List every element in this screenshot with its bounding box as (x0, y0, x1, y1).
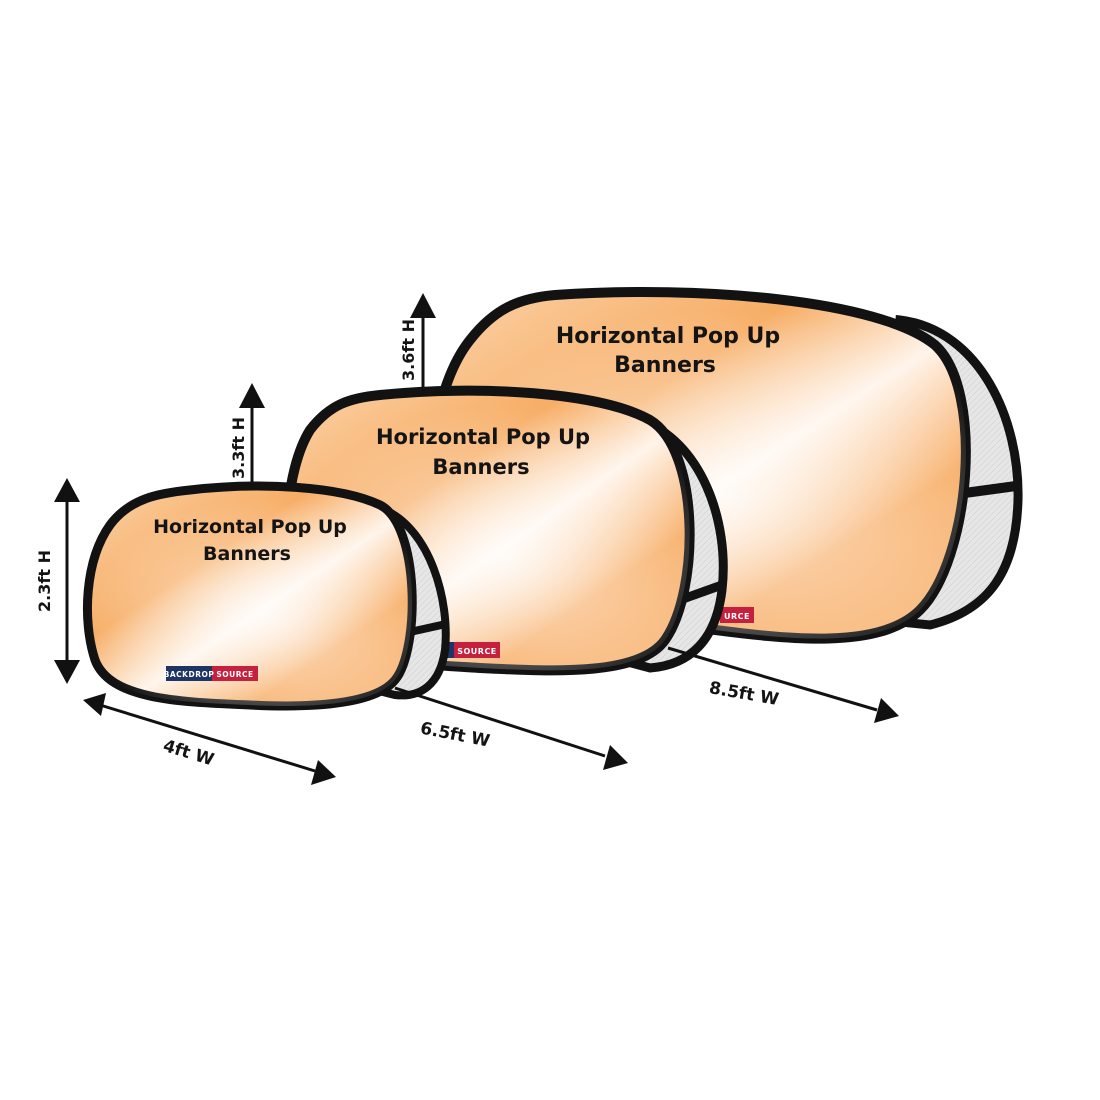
banner-small-headline-2: Banners (203, 543, 291, 565)
banner-large-headline-2: Banners (614, 353, 716, 378)
banner-small-side-strap (409, 620, 447, 636)
banner-small-logo-left: BACKDROP (164, 670, 215, 679)
banner-small: Horizontal Pop Up Banners BACKDROP SOURC… (82, 481, 450, 711)
width-label-medium: 6.5ft W (419, 719, 492, 752)
height-label-large: 3.6ft H (399, 319, 418, 381)
width-label-large: 8.5ft W (708, 678, 781, 710)
banner-large-logo: URCE (720, 607, 754, 623)
banner-medium-logo: SOURCE (446, 642, 500, 658)
banner-small-logo: BACKDROP SOURCE (164, 666, 258, 681)
banner-medium-headline-1: Horizontal Pop Up (376, 425, 590, 449)
height-label-medium: 3.3ft H (229, 417, 248, 479)
banner-medium-headline-2: Banners (432, 455, 529, 479)
height-arrow-small (54, 478, 80, 684)
banner-small-highlight (87, 486, 413, 706)
width-arrow-large (667, 646, 899, 723)
height-arrow-large (410, 293, 436, 395)
banner-medium-logo-text: SOURCE (457, 647, 497, 656)
height-arrow-medium (239, 383, 265, 488)
banner-large-logo-text: URCE (724, 612, 750, 621)
width-label-small: 4ft W (161, 736, 217, 770)
height-label-small: 2.3ft H (35, 550, 54, 612)
width-arrow-small (83, 693, 336, 785)
banner-small-headline-1: Horizontal Pop Up (153, 516, 347, 538)
banner-large-headline-1: Horizontal Pop Up (556, 324, 780, 349)
width-arrow-medium (394, 686, 628, 770)
banner-small-logo-right: SOURCE (216, 670, 253, 679)
